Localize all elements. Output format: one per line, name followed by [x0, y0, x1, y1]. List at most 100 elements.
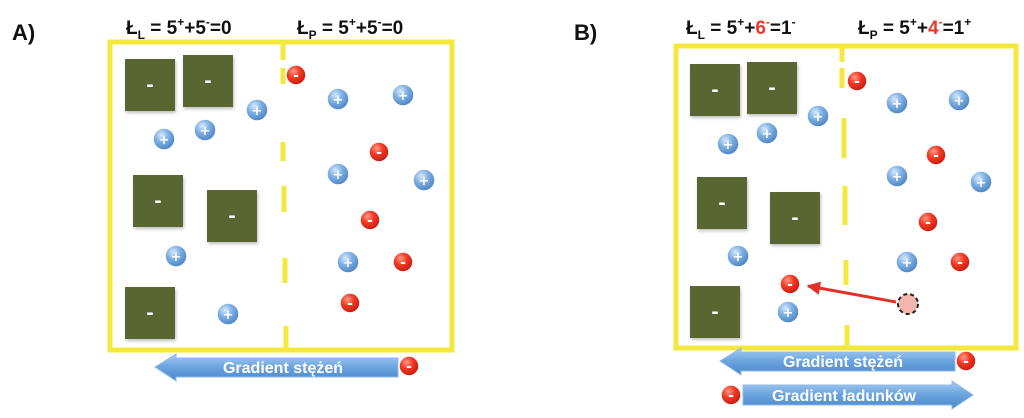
cation: +: [969, 170, 993, 194]
svg-text:-: -: [146, 303, 153, 324]
cation: +: [326, 87, 350, 111]
cation: +: [336, 250, 360, 274]
panel-b-equation-right: ŁP = 5++4-=1+: [858, 15, 971, 42]
panel-a-equation-right: ŁP = 5++5-=0: [297, 15, 403, 42]
anion: -: [359, 209, 381, 231]
anion: -: [392, 251, 414, 273]
anion: -: [917, 211, 939, 233]
svg-text:-: -: [293, 68, 299, 84]
cation: +: [895, 250, 919, 274]
svg-text:-: -: [957, 255, 963, 271]
svg-text:-: -: [376, 145, 382, 161]
svg-text:-: -: [787, 277, 793, 293]
svg-text:+: +: [159, 133, 170, 148]
panel-b-charge-gradient-arrow: Gradient ładunków: [742, 380, 974, 410]
svg-text:-: -: [146, 75, 153, 96]
cation: +: [947, 88, 971, 112]
svg-text:+: +: [783, 306, 794, 321]
svg-text:+: +: [333, 93, 344, 108]
svg-text:-: -: [711, 302, 718, 323]
anion: -: [925, 144, 947, 166]
anion: -: [398, 355, 420, 377]
svg-text:+: +: [419, 174, 430, 189]
svg-text:+: +: [892, 170, 903, 185]
cation: +: [216, 302, 240, 326]
anion: -: [368, 141, 390, 163]
macroanion: -: [125, 59, 175, 111]
cation: +: [245, 98, 269, 122]
svg-text:+: +: [223, 308, 234, 323]
cation: +: [755, 121, 779, 145]
svg-text:-: -: [963, 354, 969, 370]
macroanion: -: [125, 287, 175, 339]
svg-text:+: +: [723, 138, 734, 153]
macroanion: -: [697, 177, 747, 229]
cation: +: [326, 162, 350, 186]
panel-b-concentration-gradient-arrow: Gradient stężeń: [719, 347, 956, 376]
svg-text:+: +: [200, 124, 211, 139]
moved-anion: -: [779, 273, 801, 295]
svg-text:-: -: [925, 215, 931, 231]
svg-text:-: -: [791, 208, 798, 229]
panel-b-concentration-gradient-label: Gradient stężeń: [783, 354, 903, 371]
anion: -: [846, 70, 868, 92]
anion: -: [720, 384, 742, 406]
svg-text:-: -: [406, 359, 412, 375]
anion: -: [949, 251, 971, 273]
anion: -: [955, 350, 977, 372]
svg-text:-: -: [154, 191, 161, 212]
svg-text:-: -: [204, 71, 211, 92]
panel-a-membrane: [280, 42, 289, 350]
cation: +: [164, 244, 188, 268]
svg-text:-: -: [718, 193, 725, 214]
svg-text:+: +: [892, 97, 903, 112]
svg-text:-: -: [711, 80, 718, 101]
anion: -: [339, 292, 361, 314]
cation: +: [776, 300, 800, 324]
cation: +: [726, 244, 750, 268]
panel-b-membrane: [839, 46, 850, 348]
svg-text:+: +: [902, 256, 913, 271]
svg-text:+: +: [813, 110, 824, 125]
svg-text:+: +: [171, 250, 182, 265]
svg-text:-: -: [854, 74, 860, 90]
macroanion: -: [183, 55, 233, 107]
panel-b: B) ŁL = 5++6-=1- ŁP = 5++4-=1+ - - - - -…: [574, 15, 1019, 410]
anion-movement-arrow: [806, 281, 897, 304]
svg-text:-: -: [400, 255, 406, 271]
svg-text:-: -: [728, 388, 734, 404]
macroanion: -: [133, 175, 183, 227]
macroanion: -: [770, 192, 820, 244]
svg-text:-: -: [367, 213, 373, 229]
macroanion: -: [690, 64, 740, 116]
svg-text:+: +: [398, 89, 409, 104]
cation: +: [885, 164, 909, 188]
panel-b-label: B): [574, 20, 597, 45]
panel-b-charge-gradient-label: Gradient ładunków: [772, 388, 917, 405]
cation: +: [885, 91, 909, 115]
svg-text:-: -: [228, 206, 235, 227]
cation: +: [412, 168, 436, 192]
svg-text:-: -: [347, 296, 353, 312]
macroanion: -: [207, 190, 257, 242]
cation: +: [193, 118, 217, 142]
cation: +: [806, 104, 830, 128]
svg-text:-: -: [768, 78, 775, 99]
svg-text:+: +: [252, 104, 263, 119]
panel-a-concentration-gradient-arrow: Gradient stężeń: [154, 353, 399, 382]
anion: -: [285, 64, 307, 86]
cation: +: [391, 83, 415, 107]
anion-original-position: [897, 293, 919, 315]
panel-a-equation-left: ŁL = 5++5-=0: [126, 15, 232, 42]
macroanion: -: [747, 62, 797, 114]
panel-a: A) ŁL = 5++5-=0 ŁP = 5++5-=0 - - - - - +…: [12, 15, 455, 382]
panel-b-equation-left: ŁL = 5++6-=1-: [686, 15, 796, 42]
svg-text:+: +: [976, 176, 987, 191]
panel-a-concentration-gradient-label: Gradient stężeń: [223, 360, 343, 377]
svg-text:+: +: [954, 94, 965, 109]
cation: +: [152, 127, 176, 151]
svg-text:+: +: [733, 250, 744, 265]
svg-text:+: +: [333, 168, 344, 183]
panel-a-label: A): [12, 20, 35, 45]
